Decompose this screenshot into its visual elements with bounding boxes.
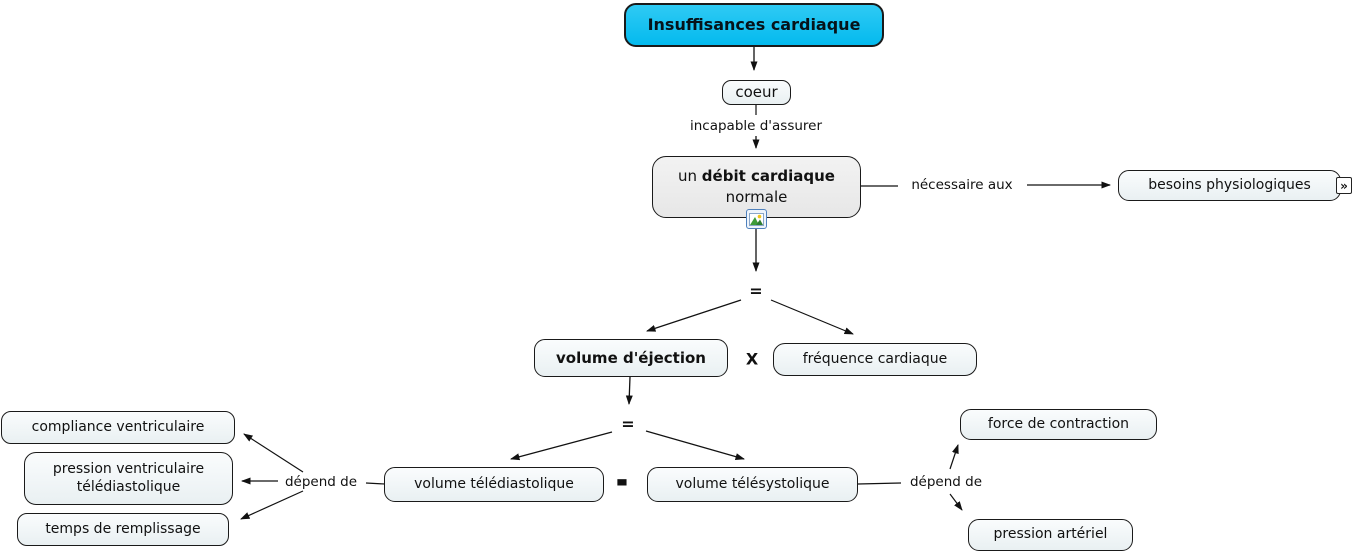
concept-volume-telesystolique[interactable]: volume télésystolique bbox=[647, 467, 858, 502]
linking-phrase-depend-de-right[interactable]: dépend de bbox=[907, 474, 985, 490]
concept-label-line1: un débit cardiaque bbox=[678, 167, 835, 185]
concept-label: Insuffisances cardiaque bbox=[647, 15, 861, 34]
concept-label-line2: normale bbox=[725, 188, 788, 206]
operator-minus[interactable]: - bbox=[615, 455, 629, 507]
concept-frequence-cardiaque[interactable]: fréquence cardiaque bbox=[773, 343, 977, 376]
linking-phrase-depend-de-left[interactable]: dépend de bbox=[282, 474, 360, 490]
image-icon-glyph bbox=[749, 212, 764, 226]
concept-coeur[interactable]: coeur bbox=[722, 80, 791, 105]
operator-equals-mid[interactable]: = bbox=[621, 414, 635, 434]
linking-phrase-incapable[interactable]: incapable d'assurer bbox=[687, 118, 825, 134]
linking-phrase-necessaire-aux[interactable]: nécessaire aux bbox=[909, 177, 1015, 193]
edge-equals-volejection bbox=[646, 299, 742, 332]
concept-label: fréquence cardiaque bbox=[802, 350, 948, 367]
edge-depend-pressionart bbox=[949, 493, 963, 511]
edge-equals-frequence bbox=[770, 299, 854, 335]
edge-depend-compliance bbox=[243, 433, 304, 473]
concept-label-line1: pression ventriculaire bbox=[52, 461, 205, 477]
chevrons-glyph: » bbox=[1340, 178, 1348, 193]
concept-volume-ejection[interactable]: volume d'éjection bbox=[534, 339, 728, 377]
concept-label: volume d'éjection bbox=[556, 348, 706, 367]
concept-label: volume télésystolique bbox=[675, 475, 830, 492]
edge-telesystolique-depend bbox=[857, 482, 902, 485]
edge-depend-force bbox=[949, 444, 959, 470]
resource-link-chevrons-icon[interactable]: » bbox=[1336, 177, 1352, 194]
concept-volume-telediastolique[interactable]: volume télédiastolique bbox=[384, 467, 604, 502]
concept-force-contraction[interactable]: force de contraction bbox=[960, 409, 1157, 440]
concept-label: besoins physiologiques bbox=[1148, 176, 1311, 193]
image-resource-icon[interactable] bbox=[746, 209, 767, 229]
concept-pression-arteriel[interactable]: pression artériel bbox=[968, 519, 1133, 551]
operator-equals-top[interactable]: = bbox=[749, 281, 763, 301]
edge-telediastolique-depend bbox=[365, 482, 386, 485]
concept-insuffisances-cardiaque[interactable]: Insuffisances cardiaque bbox=[624, 3, 884, 47]
edge-depend-temps bbox=[240, 490, 304, 520]
concept-label: coeur bbox=[735, 83, 778, 102]
concept-temps-remplissage[interactable]: temps de remplissage bbox=[17, 513, 229, 546]
edge-equals2-telediastolique bbox=[510, 431, 613, 461]
concept-label: compliance ventriculaire bbox=[31, 418, 205, 435]
concept-pression-ventriculaire[interactable]: pression ventriculaire télédiastolique bbox=[24, 452, 233, 505]
concept-label-line2: télédiastolique bbox=[76, 478, 181, 495]
concept-label: pression artériel bbox=[993, 526, 1108, 543]
concept-label: force de contraction bbox=[987, 415, 1130, 432]
edge-volejection-equals2 bbox=[625, 376, 633, 405]
concept-compliance-ventriculaire[interactable]: compliance ventriculaire bbox=[1, 411, 235, 444]
concept-label: volume télédiastolique bbox=[414, 475, 574, 492]
operator-multiply[interactable]: X bbox=[745, 349, 759, 369]
concept-besoins-physiologiques[interactable]: besoins physiologiques bbox=[1118, 170, 1341, 201]
edge-equals2-telesystolique bbox=[645, 430, 745, 461]
concept-label: temps de remplissage bbox=[45, 520, 201, 537]
